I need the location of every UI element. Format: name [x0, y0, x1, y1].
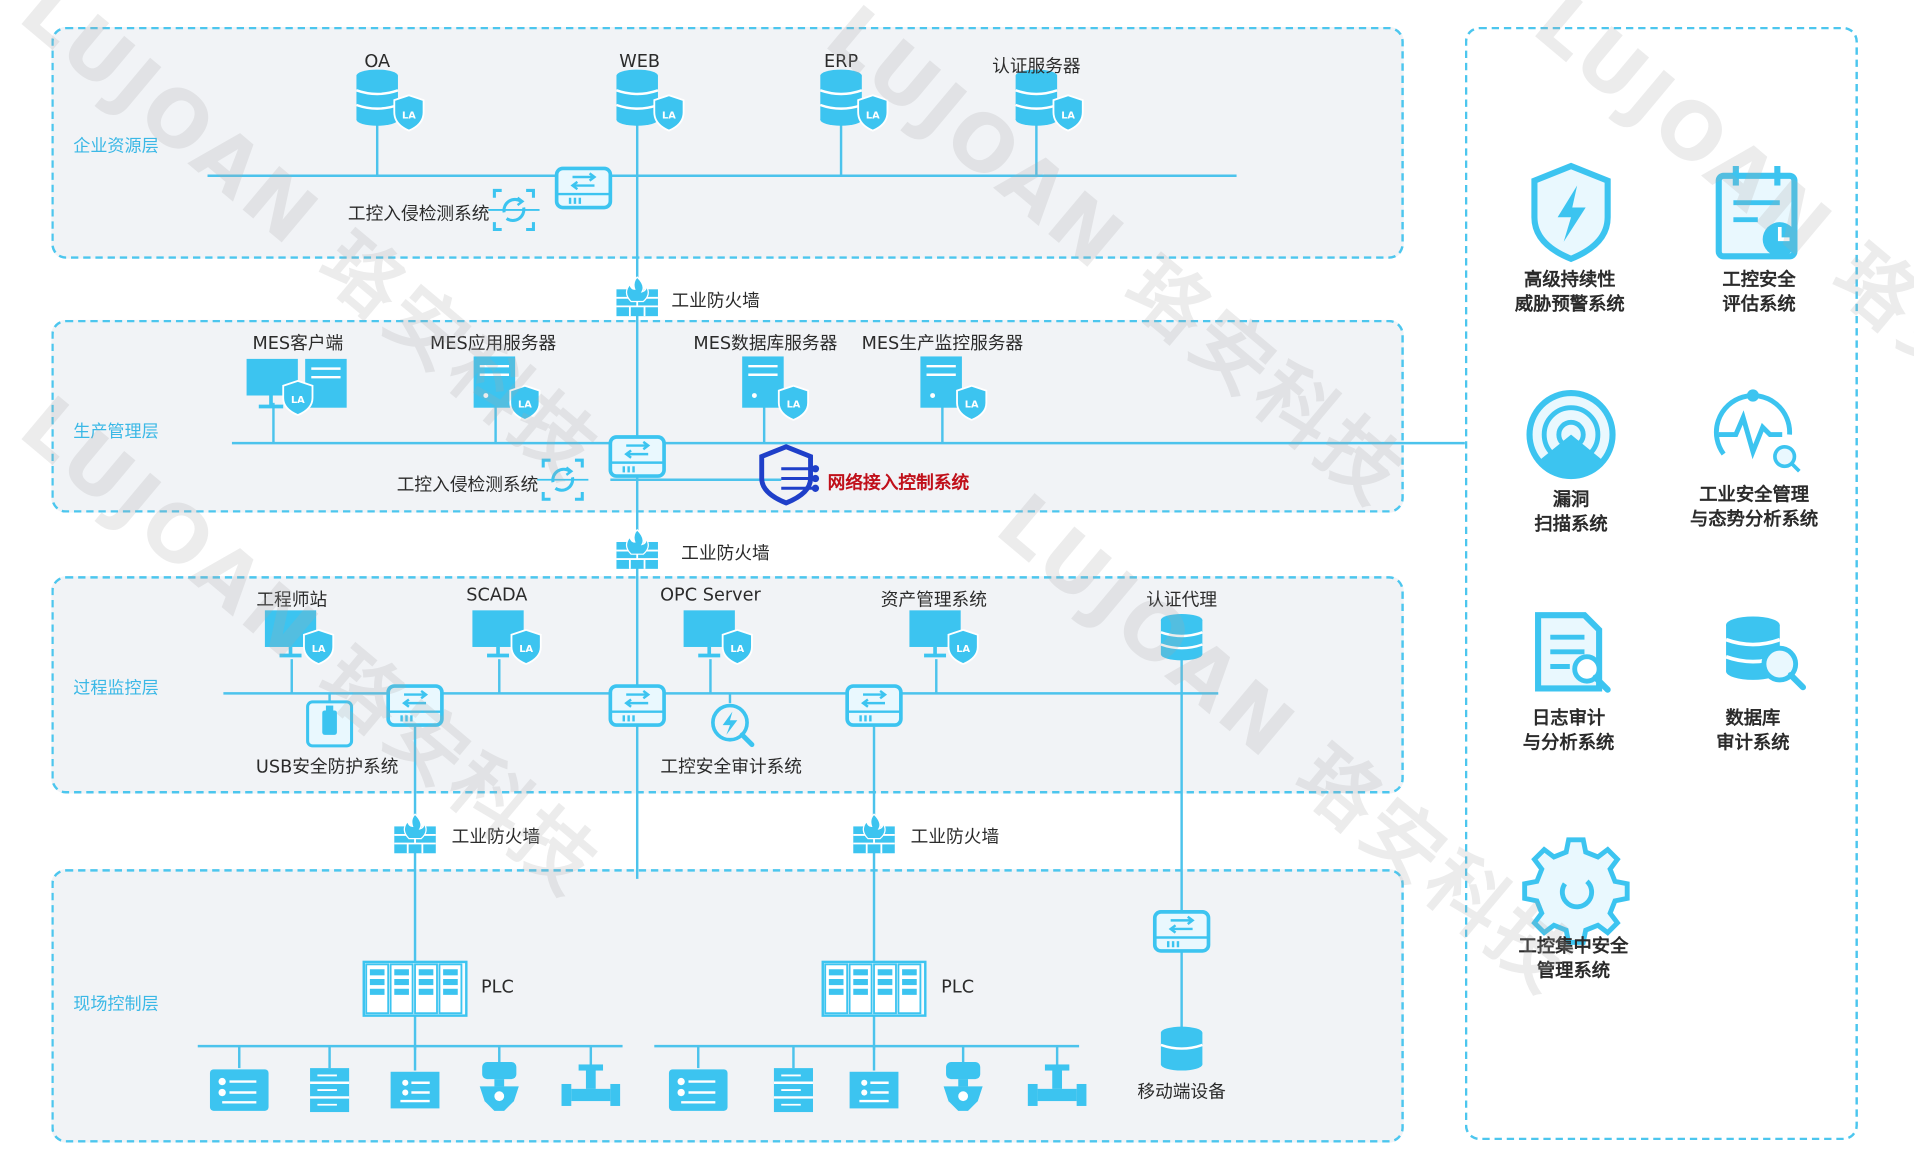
side-system-vuln-scan: 漏洞扫描系统: [1534, 488, 1608, 535]
side-system-assessment: 工控安全评估系统: [1722, 268, 1796, 315]
flow-meter-icon: [479, 1062, 519, 1111]
usb-protection-label: USB安全防护系统: [255, 758, 399, 778]
plc-label-1: PLC: [480, 977, 514, 998]
side-system-situation: 工业安全管理与态势分析系统: [1690, 483, 1819, 530]
central-management-gear-icon: [1522, 837, 1630, 945]
network-switch-icon: [386, 684, 444, 727]
mes-db-server-label: MES数据库服务器: [693, 334, 838, 355]
side-system-db-audit: 数据库审计系统: [1716, 706, 1790, 754]
svg-text:LA: LA: [291, 395, 305, 406]
tower-server-icon: [740, 355, 810, 422]
threat-warning-shield-icon: [1531, 162, 1611, 263]
network-switch-icon: [845, 684, 903, 727]
opc-server-label: OPC Server: [660, 585, 761, 606]
network-switch-icon: [608, 684, 666, 727]
tower-server-icon: [472, 355, 541, 422]
workstation-icon: [470, 608, 543, 666]
valve-icon: [561, 1064, 621, 1106]
side-system-log-audit: 日志审计与分析系统: [1522, 706, 1615, 754]
ids-label-enterprise: 工控入侵检测系统: [347, 205, 490, 225]
plc-label-2: PLC: [941, 977, 975, 998]
network-switch-icon: [1152, 910, 1211, 953]
firewall-icon: [393, 813, 437, 855]
situation-analysis-icon: [1713, 389, 1801, 473]
workstation-icon: [907, 608, 980, 666]
assessment-clipboard-icon: [1715, 166, 1798, 260]
control-panel-icon: [667, 1068, 729, 1113]
firewall-label-4: 工业防火墙: [910, 827, 1000, 848]
mobile-device-db-icon: [1160, 1026, 1203, 1071]
server-label-web: WEB: [619, 52, 661, 73]
firewall-label-1: 工业防火墙: [671, 291, 760, 312]
network-switch-icon: [554, 166, 613, 210]
mes-client-label: MES客户端: [252, 334, 344, 355]
database-server-icon: [819, 68, 889, 132]
intrusion-detection-icon: [535, 458, 590, 501]
usb-protection-icon: [306, 700, 354, 748]
zone-enterprise: [51, 26, 1404, 259]
ids-label-production: 工控入侵检测系统: [396, 476, 539, 496]
io-module-icon: [308, 1066, 351, 1114]
workstation-icon: [681, 608, 754, 666]
zone-label-production: 生产管理层: [73, 422, 159, 442]
network-access-control-icon: [759, 444, 820, 506]
intrusion-detection-icon: [486, 188, 542, 232]
flow-meter-icon: [943, 1062, 983, 1111]
zone-label-enterprise: 企业资源层: [73, 136, 159, 157]
database-icon: [1160, 614, 1203, 661]
database-server-icon: [355, 68, 425, 132]
firewall-label-2: 工业防火墙: [681, 544, 770, 564]
database-audit-icon: [1725, 616, 1807, 691]
mobile-device-label: 移动端设备: [1137, 1082, 1226, 1103]
valve-icon: [1027, 1064, 1087, 1106]
server-label-erp: ERP: [823, 52, 859, 73]
side-system-central-mgmt: 工控集中安全管理系统: [1518, 935, 1629, 982]
plc-rack-icon: [362, 960, 468, 1017]
plc-rack-icon: [821, 960, 927, 1017]
controller-icon: [848, 1070, 900, 1110]
log-audit-icon: [1535, 612, 1611, 693]
workstation-icon: [263, 608, 336, 666]
mes-app-server-label: MES应用服务器: [430, 334, 557, 355]
controller-icon: [389, 1070, 441, 1110]
mes-monitor-server-label: MES生产监控服务器: [861, 334, 1024, 355]
nac-label: 网络接入控制系统: [827, 473, 970, 494]
io-module-icon: [772, 1066, 815, 1114]
asset-management-label: 资产管理系统: [880, 590, 987, 611]
firewall-icon: [615, 276, 659, 318]
network-switch-icon: [608, 435, 666, 478]
tower-server-icon: [919, 355, 988, 422]
auth-proxy-label: 认证代理: [1146, 590, 1218, 611]
zone-label-field: 现场控制层: [73, 994, 159, 1015]
database-server-icon: [615, 68, 685, 132]
vulnerability-radar-icon: [1526, 390, 1616, 480]
server-label-auth: 认证服务器: [992, 57, 1081, 77]
security-audit-icon: [711, 703, 755, 748]
security-audit-label: 工控安全审计系统: [660, 758, 802, 778]
engineer-station-label: 工程师站: [256, 590, 328, 611]
firewall-icon: [852, 813, 896, 855]
zone-label-process: 过程监控层: [73, 678, 159, 699]
server-label-oa: OA: [364, 52, 391, 73]
control-panel-icon: [208, 1068, 270, 1113]
firewall-label-3: 工业防火墙: [451, 827, 541, 848]
scada-label: SCADA: [466, 585, 528, 606]
database-server-icon: [1014, 68, 1084, 132]
firewall-icon: [615, 528, 659, 570]
side-system-apt: 高级持续性威胁预警系统: [1514, 268, 1625, 315]
